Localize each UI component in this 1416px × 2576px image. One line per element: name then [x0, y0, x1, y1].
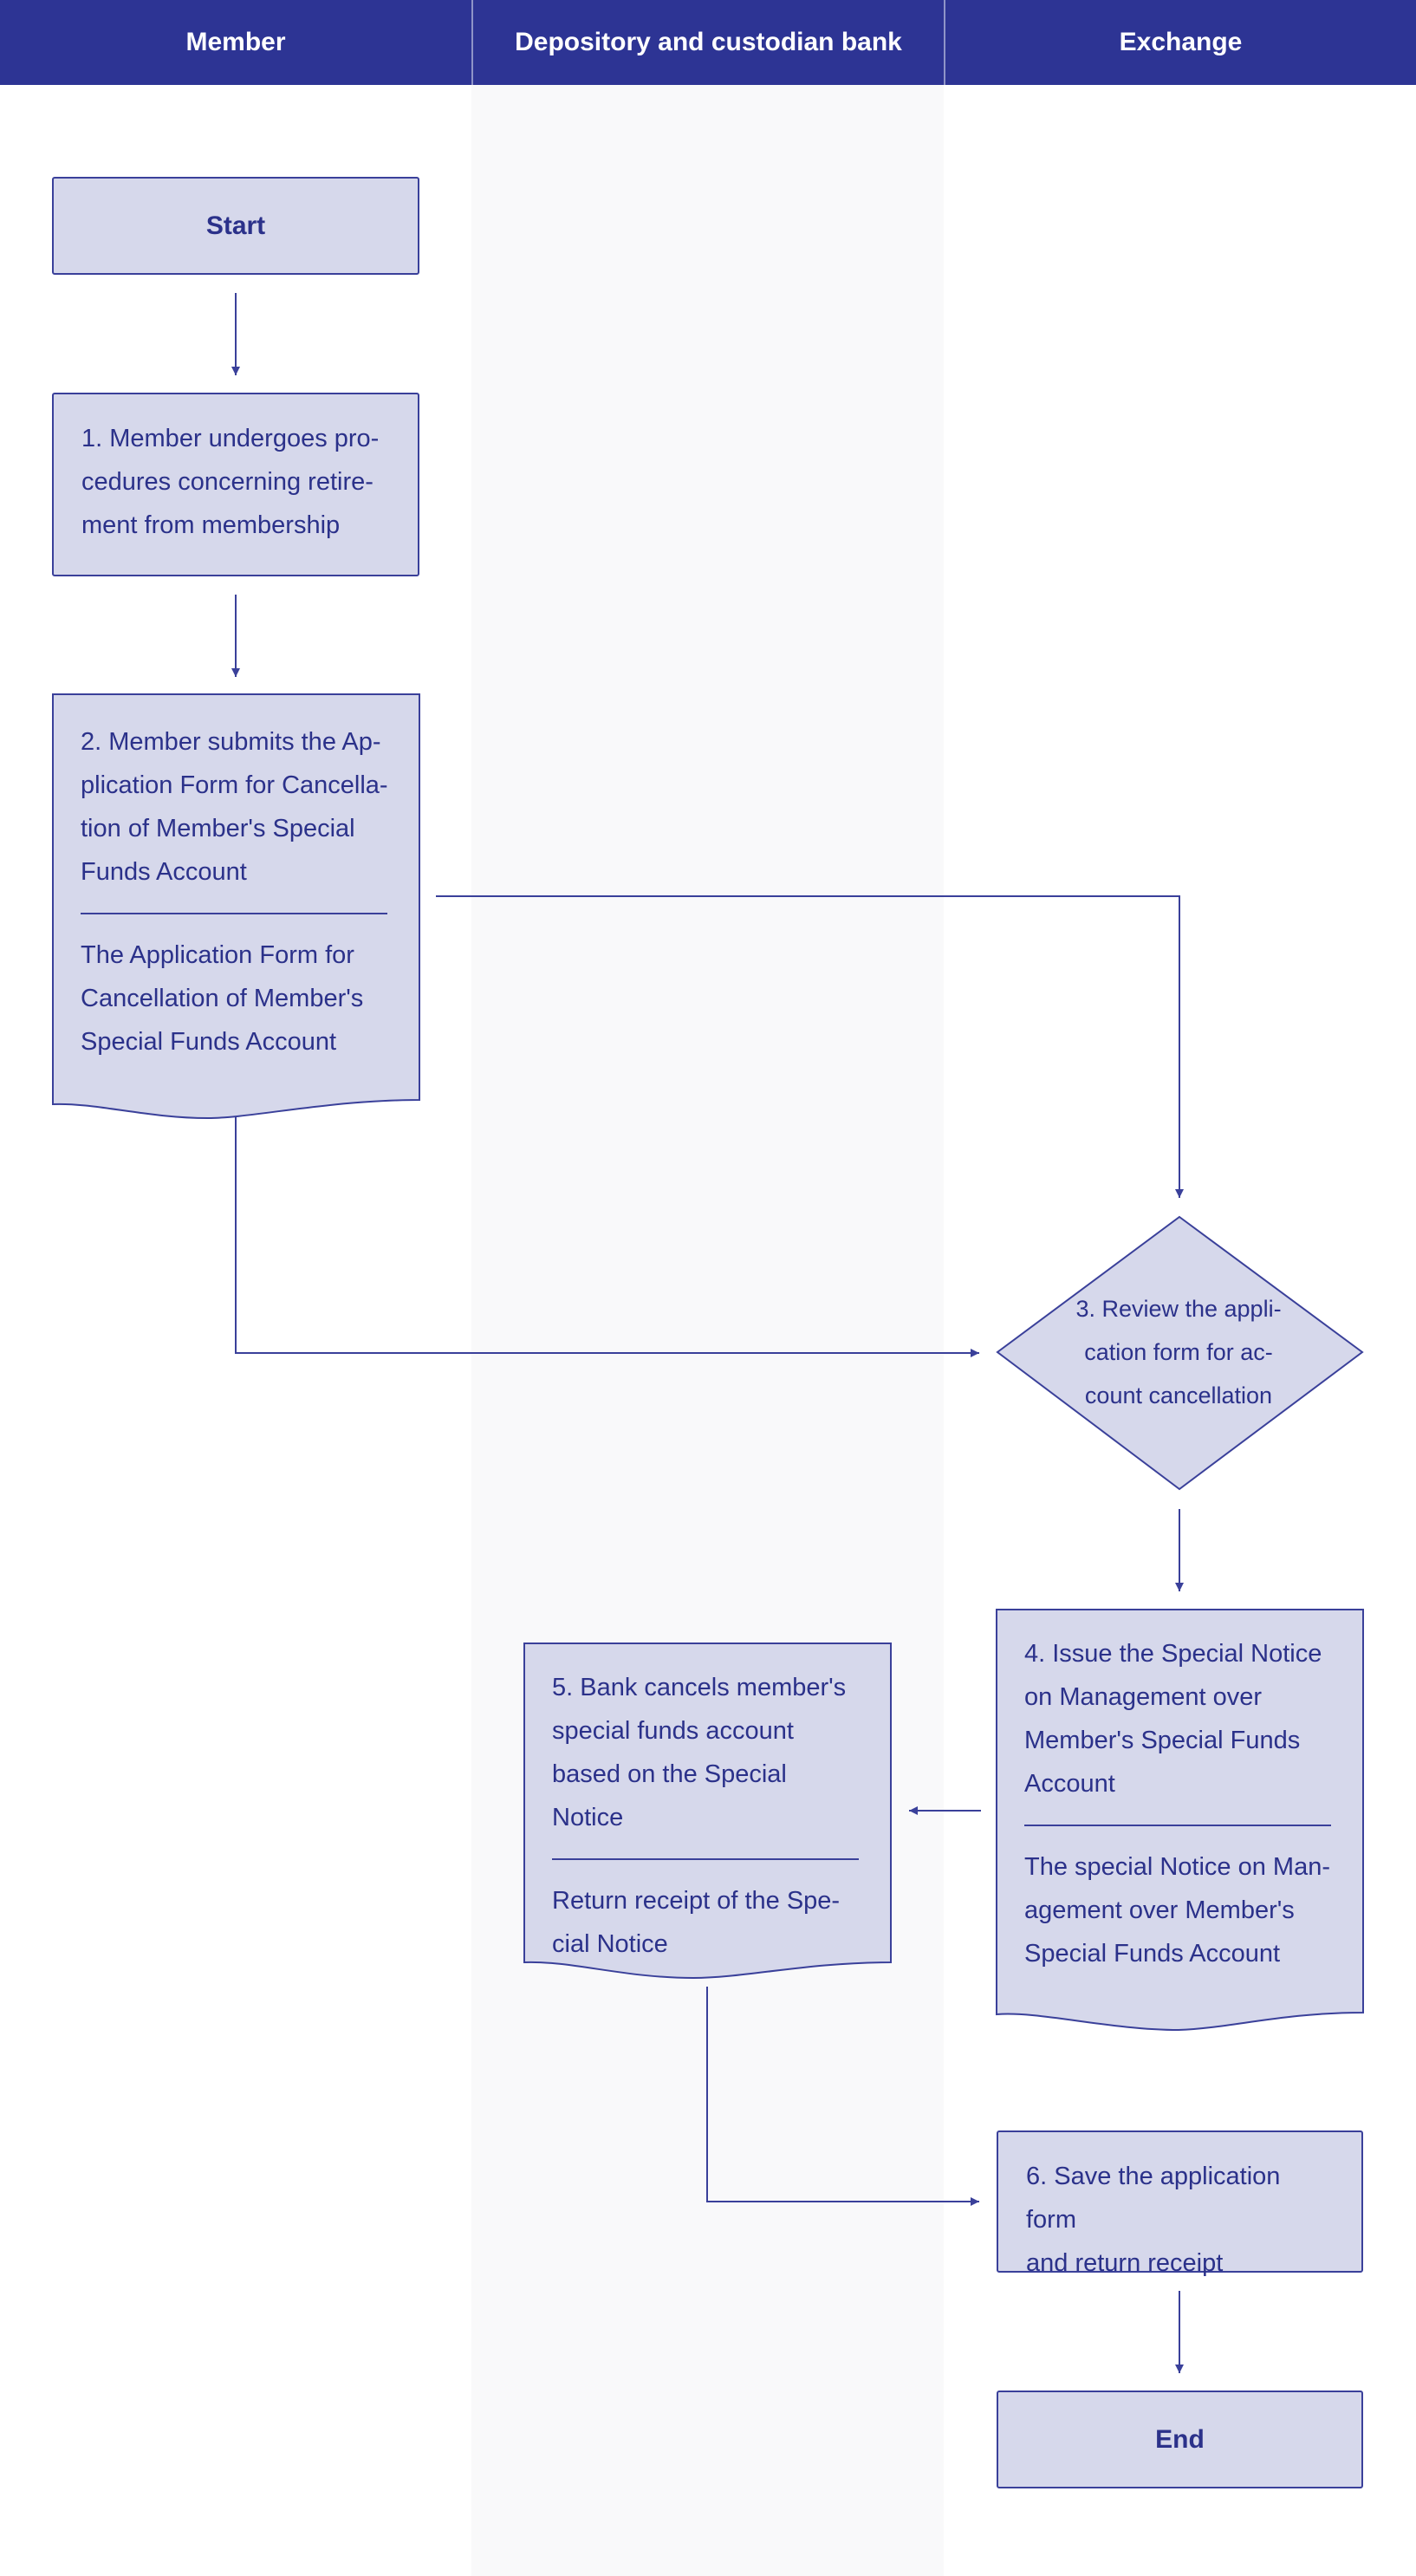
lane-header-exchange: Exchange — [944, 0, 1416, 85]
step1-line-3: ment from membership — [81, 511, 341, 539]
step2-line-2: plication Form for Cancella- — [81, 771, 388, 799]
step1-process: 1. Member undergoes pro- cedures concern… — [52, 393, 419, 576]
step2-divider — [81, 913, 387, 914]
step6-line-1: 6. Save the application form — [1026, 2163, 1281, 2234]
step2-doc-line-1: The Application Form for — [81, 941, 354, 969]
step4-divider — [1024, 1825, 1331, 1826]
step4-line-4: Account — [1024, 1770, 1115, 1798]
step6-line-2: and return receipt — [1026, 2249, 1224, 2277]
step2-document: 2. Member submits the Ap- plication Form… — [53, 694, 419, 1102]
step1-line-1: 1. Member undergoes pro- — [81, 425, 380, 452]
step2-doc-line-2: Cancellation of Member's — [81, 985, 364, 1012]
step3-line-3: count cancellation — [1084, 1382, 1273, 1408]
step4-line-1: 4. Issue the Special Notice — [1024, 1640, 1322, 1668]
step2-doc-line-3: Special Funds Account — [81, 1028, 337, 1056]
step4-line-2: on Management over — [1024, 1683, 1263, 1711]
start-node: Start — [52, 177, 419, 275]
step4-doc-line-1: The special Notice on Man- — [1024, 1853, 1330, 1881]
step2-line-4: Funds Account — [81, 858, 247, 886]
step6-process: 6. Save the application form and return … — [997, 2130, 1363, 2277]
step4-line-3: Member's Special Funds — [1024, 1727, 1301, 1754]
step3-line-1: 3. Review the appli- — [1075, 1296, 1282, 1322]
lane-header-member: Member — [0, 0, 471, 85]
end-node: End — [997, 2391, 1363, 2488]
lane-member-bg — [0, 0, 471, 2576]
step5-doc-line-1: Return receipt of the Spe- — [552, 1887, 841, 1915]
step5-line-3: based on the Special Notice — [552, 1760, 787, 1831]
step4-doc-line-2: agement over Member's — [1024, 1896, 1295, 1924]
step2-line-1: 2. Member submits the Ap- — [81, 728, 381, 756]
step2-line-3: tion of Member's Special — [81, 815, 355, 842]
lane-header-bank: Depository and custodian bank — [471, 0, 944, 85]
step1-line-2: cedures concerning retire- — [81, 468, 373, 496]
step5-line-1: 5. Bank cancels member's — [552, 1674, 847, 1701]
step5-document: 5. Bank cancels member's special funds a… — [524, 1643, 891, 1964]
step4-document: 4. Issue the Special Notice on Managemen… — [997, 1610, 1363, 2017]
step4-doc-line-3: Special Funds Account — [1024, 1940, 1281, 1968]
step3-decision: 3. Review the appli- cation form for ac-… — [1049, 1287, 1309, 1417]
step3-line-2: cation form for ac- — [1084, 1339, 1273, 1365]
step5-divider — [552, 1858, 859, 1860]
step5-line-2: special funds account — [552, 1717, 794, 1745]
lane-bank-bg — [471, 0, 944, 2576]
step5-doc-line-2: cial Notice — [552, 1930, 668, 1958]
